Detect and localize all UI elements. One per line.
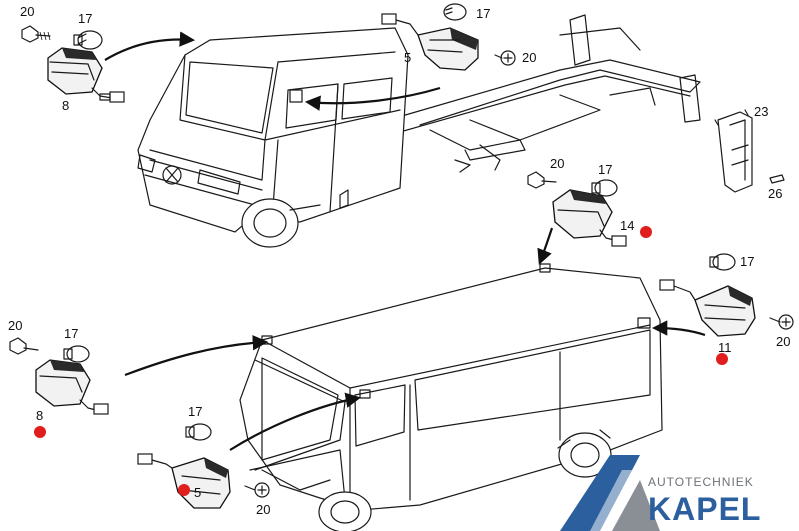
side-marker-lamp-14 — [552, 189, 627, 247]
crew-cab-truck — [137, 14, 701, 248]
part-number-17: 17 — [64, 326, 78, 341]
screw-20-top-left — [21, 25, 51, 43]
side-marker-lamp-8-top — [47, 47, 125, 103]
bulb-17-top-left — [73, 30, 103, 50]
side-lamp-11 — [659, 279, 756, 337]
arrow-side-top — [304, 86, 441, 111]
part-number-11: 11 — [718, 340, 732, 355]
part-number-8: 8 — [36, 408, 43, 423]
arrow-front-bottom — [229, 392, 362, 451]
screw-20-right — [769, 314, 794, 330]
part-number-26: 26 — [768, 186, 782, 201]
arrow-left-bottom — [124, 335, 269, 377]
clip-26 — [769, 174, 785, 184]
screw-20-bottom — [244, 482, 270, 498]
bulb-17-mid — [591, 179, 618, 197]
bulb-17-left — [63, 345, 90, 363]
side-lamp-5-bottom — [137, 453, 231, 509]
part-number-20: 20 — [20, 4, 34, 19]
part-number-20: 20 — [256, 502, 270, 517]
part-number-8: 8 — [62, 98, 69, 113]
part-number-5: 5 — [194, 485, 201, 500]
arrow-left-top — [104, 31, 196, 61]
truck-cab — [137, 27, 409, 248]
chassis-frame — [394, 14, 701, 173]
bulb-17-right — [709, 253, 736, 271]
screw-20-left — [9, 337, 39, 355]
part-number-20: 20 — [550, 156, 564, 171]
arrow-right-bottom — [651, 320, 706, 337]
part-number-5: 5 — [404, 50, 411, 65]
part-number-20: 20 — [776, 334, 790, 349]
side-marker-lamp-8-bottom — [35, 359, 109, 415]
red-marker-dot — [716, 353, 728, 365]
part-number-14: 14 — [620, 218, 634, 233]
screw-20-mid — [527, 171, 557, 189]
bulb-17-bottom — [185, 423, 212, 441]
side-lamp-5-top — [381, 13, 479, 71]
part-number-20: 20 — [8, 318, 22, 333]
red-marker-dot — [640, 226, 652, 238]
panel-van — [239, 263, 663, 531]
part-number-20: 20 — [522, 50, 536, 65]
bracket-23 — [714, 109, 753, 193]
part-number-17: 17 — [476, 6, 490, 21]
autotechniek-kapel-logo: AUTOTECHNIEK KAPEL — [560, 455, 761, 531]
part-number-23: 23 — [754, 104, 768, 119]
logo-top-text: AUTOTECHNIEK — [648, 475, 754, 489]
screw-20-top-center — [494, 50, 516, 66]
part-number-17: 17 — [740, 254, 754, 269]
red-marker-dot — [34, 426, 46, 438]
bulb-17-top-center — [443, 3, 467, 21]
red-marker-dot — [178, 484, 190, 496]
logo-main-text: KAPEL — [648, 491, 761, 527]
arrow-down-mid — [537, 227, 554, 265]
part-number-17: 17 — [598, 162, 612, 177]
part-number-17: 17 — [78, 11, 92, 26]
part-number-17: 17 — [188, 404, 202, 419]
